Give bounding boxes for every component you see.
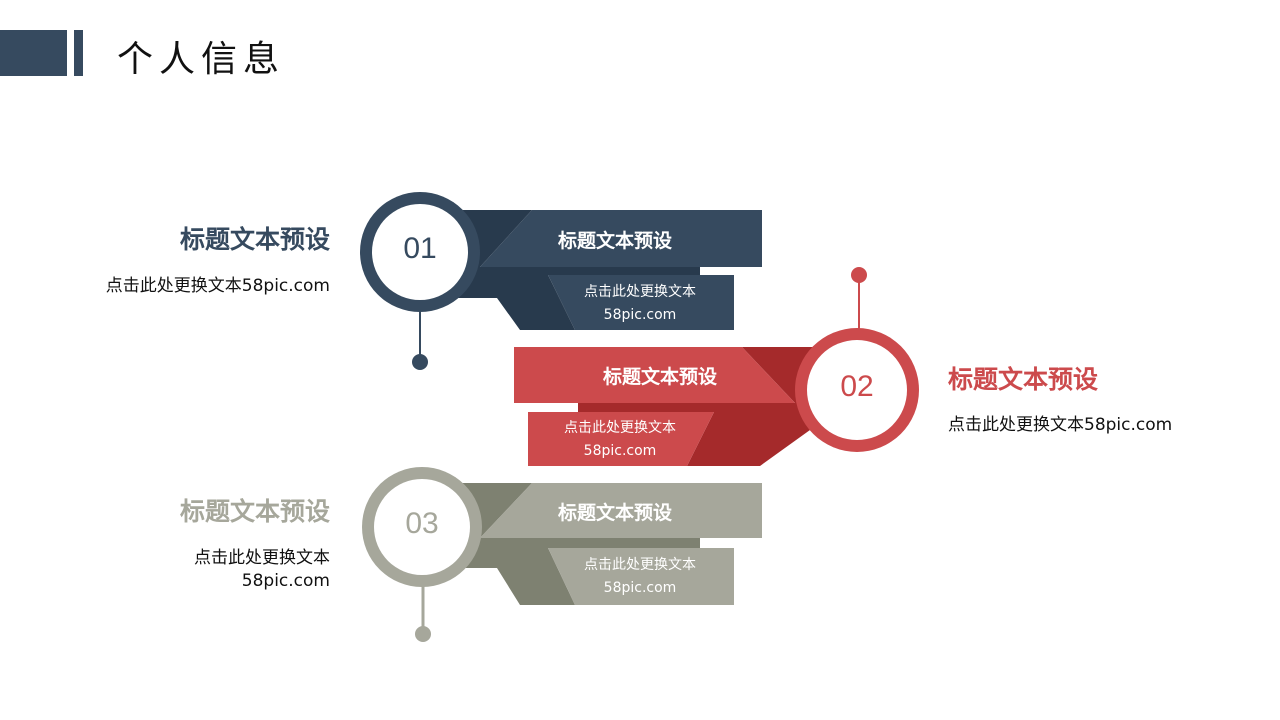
item-2-title-bar xyxy=(514,347,795,403)
item-1-dot xyxy=(412,354,428,370)
item-3-bar-sub-line2: 58pic.com xyxy=(603,580,677,596)
item-2-dot xyxy=(851,267,867,283)
item-2-bar-sub-line2: 58pic.com xyxy=(583,443,657,459)
item-1-bar-sub-line2: 58pic.com xyxy=(603,307,677,323)
item-1-bar-sub-line1: 点击此处更换文本 xyxy=(584,284,696,300)
item-3-sub-box xyxy=(548,548,734,605)
item-1-side-text: 点击此处更换文本58pic.com xyxy=(105,276,330,296)
item-3-side-title: 标题文本预设 xyxy=(179,497,330,526)
item-1-sub-box xyxy=(548,275,734,330)
item-2-bar-sub-line1: 点击此处更换文本 xyxy=(564,420,676,436)
item-1-number: 01 xyxy=(403,232,437,265)
page-title: 个人信息 xyxy=(117,39,286,80)
item-1-shapes xyxy=(360,192,762,370)
item-3-bar-title: 标题文本预设 xyxy=(557,502,672,524)
item-3-bar-sub-line1: 点击此处更换文本 xyxy=(584,557,696,573)
item-3-shapes xyxy=(362,467,762,642)
item-3-dark-band xyxy=(440,483,700,605)
item-3-dot xyxy=(415,626,431,642)
item-2-sub-box xyxy=(528,412,714,466)
item-1-dark-band xyxy=(440,210,700,330)
item-2-shapes xyxy=(514,267,919,466)
item-1-bar-title: 标题文本预设 xyxy=(557,230,672,252)
header-accent-block xyxy=(0,30,67,76)
item-2-number: 02 xyxy=(840,370,874,403)
item-2-bar-title: 标题文本预设 xyxy=(602,366,717,388)
item-2-dark-band xyxy=(578,347,830,466)
item-2-side-text: 点击此处更换文本58pic.com xyxy=(948,415,1173,435)
item-3-title-bar xyxy=(480,483,762,538)
item-2-side-title: 标题文本预设 xyxy=(948,365,1099,394)
header-accent-bar xyxy=(74,30,83,76)
item-3-side-text-line2: 58pic.com xyxy=(241,571,330,591)
item-1-side-title: 标题文本预设 xyxy=(179,225,330,254)
item-1-title-bar xyxy=(480,210,762,267)
item-3-side-text-line1: 点击此处更换文本 xyxy=(194,548,330,568)
item-3-number: 03 xyxy=(405,507,439,540)
